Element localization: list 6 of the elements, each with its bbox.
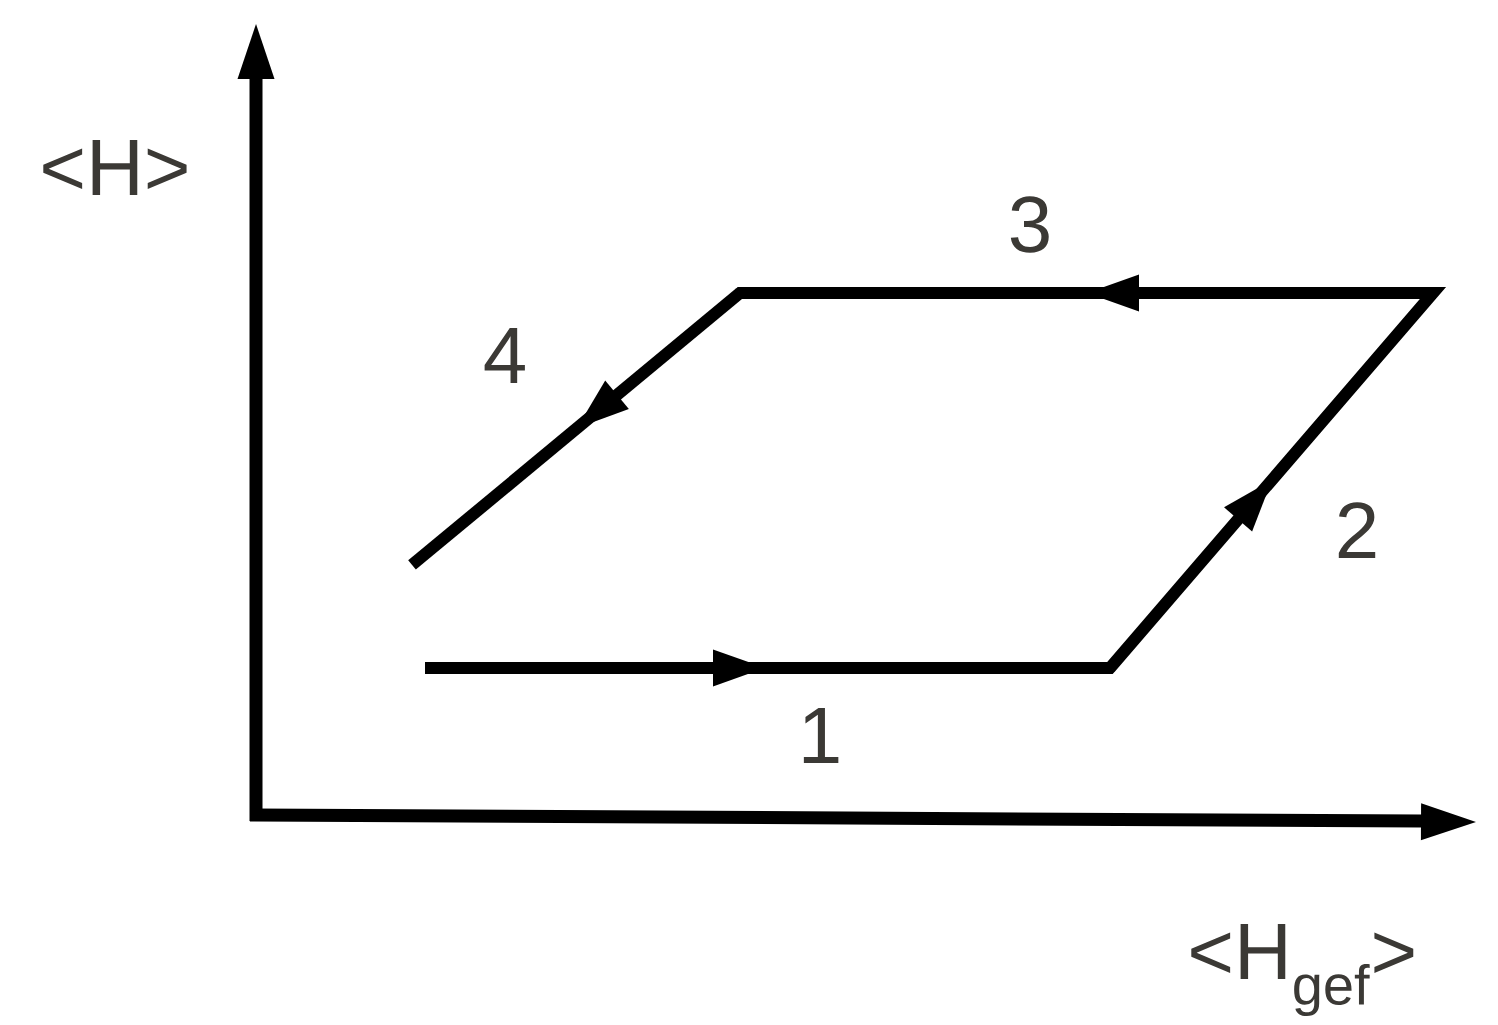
axis-title: <H$_{gef}$> [1191, 923, 1414, 1017]
segment-number: 1 [803, 707, 839, 763]
axis-title: <H> [43, 139, 187, 195]
segment-number: 3 [1010, 196, 1049, 253]
segment-number: 4 [484, 327, 525, 383]
segment-number: 2 [1338, 502, 1376, 558]
